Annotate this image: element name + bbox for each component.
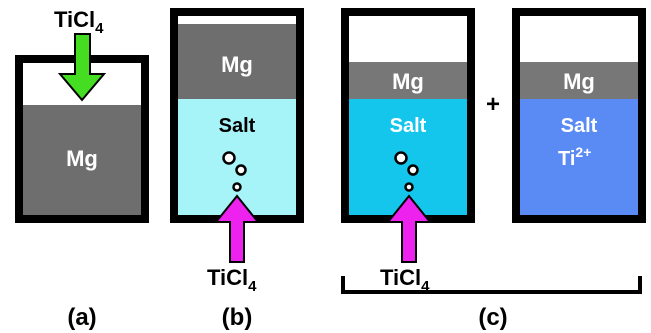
panel-b-feed-sub: 4 <box>248 278 257 295</box>
panel-b-mg-label: Mg <box>221 52 253 77</box>
panel-c-feed-sub: 4 <box>421 278 430 295</box>
panel-c-right-salt-layer <box>516 99 642 219</box>
panel-a-caption: (a) <box>67 304 96 331</box>
panel-c-bubble-icon <box>407 164 419 176</box>
panel-c-right-mg-layer <box>516 62 642 99</box>
panel-b-caption: (b) <box>222 304 253 331</box>
panel-b-salt-label: Salt <box>219 115 256 137</box>
panel-b-feed-arrow-icon <box>213 194 261 263</box>
panel-b: Mg Salt TiCl4 (b) <box>170 8 304 331</box>
panel-a-mg-layer <box>19 105 145 219</box>
panel-c-right-ion-sup: 2+ <box>575 144 591 160</box>
panel-a-feed-arrow-icon <box>57 33 107 102</box>
panel-c-left-mg-label: Mg <box>392 69 424 94</box>
panel-a-feed-label: TiCl4 <box>54 7 104 37</box>
panel-b-feed-main: TiCl <box>207 265 248 290</box>
plus-sign: + <box>486 91 500 118</box>
panel-c: Mg Salt TiCl4 + Mg Salt Ti2+ (c) <box>341 8 646 331</box>
panel-c-right-ion-label: Ti2+ <box>558 144 591 170</box>
panel-a-mg-label: Mg <box>66 146 98 171</box>
panel-c-right-ion-main: Ti <box>558 148 575 170</box>
panel-b-bubble-icon <box>222 151 236 165</box>
panel-c-feed-label: TiCl4 <box>380 265 430 295</box>
panel-b-bubble-icon <box>232 182 242 192</box>
panel-c-bubble-icon <box>394 151 408 165</box>
panel-a-feed-sub: 4 <box>95 20 104 37</box>
panel-c-bracket <box>341 276 642 294</box>
panel-b-feed-label: TiCl4 <box>207 265 257 295</box>
panel-a-feed-main: TiCl <box>54 7 95 32</box>
panel-a: Mg TiCl4 (a) <box>15 7 149 331</box>
panel-c-left-mg-layer <box>345 62 471 99</box>
panel-b-mg-layer <box>174 24 300 99</box>
panel-c-caption: (c) <box>478 304 507 331</box>
panel-c-bubble-icon <box>404 182 414 192</box>
panel-c-feed-arrow-icon <box>385 194 433 263</box>
panel-c-left-salt-label: Salt <box>390 115 427 137</box>
panel-c-right-vessel <box>512 8 646 223</box>
panel-c-right-mg-label: Mg <box>563 69 595 94</box>
panel-c-right-salt-label: Salt <box>561 115 598 137</box>
panel-c-feed-main: TiCl <box>380 265 421 290</box>
panel-b-bubble-icon <box>235 164 247 176</box>
